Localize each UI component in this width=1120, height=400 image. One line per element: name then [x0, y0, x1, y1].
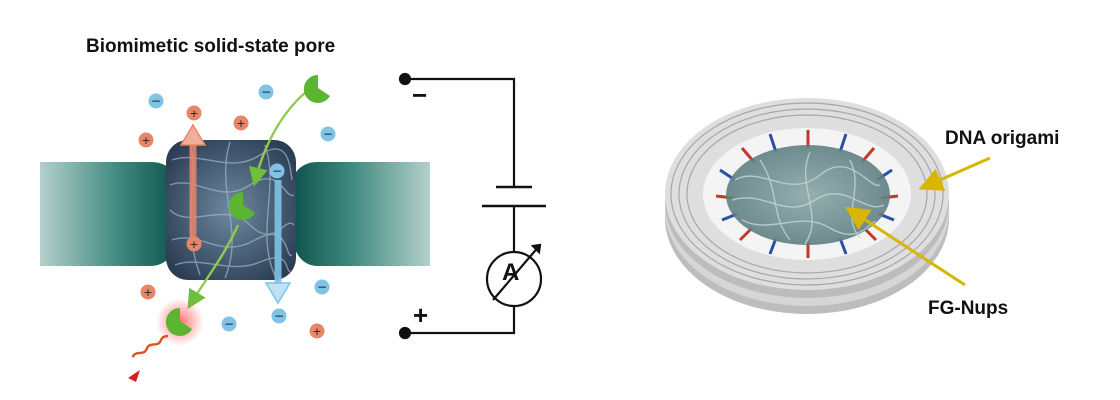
fg-nups-mesh — [726, 145, 890, 245]
circuit — [398, 72, 546, 340]
svg-text:+: + — [312, 325, 321, 338]
negative-ion: − — [314, 279, 330, 295]
svg-text:−: − — [317, 280, 327, 294]
membrane-left — [40, 162, 182, 266]
membrane-right — [288, 162, 430, 266]
cargo-molecule-pore — [228, 191, 255, 220]
dna-origami-label: DNA origami — [945, 128, 1060, 149]
cargo-path-exit — [187, 224, 240, 310]
positive-ions: + + + + + + — [138, 105, 325, 339]
cation-flow-arrow — [179, 123, 207, 250]
ammeter-needle — [492, 244, 541, 301]
ammeter-arrowhead — [530, 243, 542, 255]
negative-ion: − — [271, 308, 287, 324]
anion-flow-arrow — [264, 180, 292, 305]
negative-ion: − — [148, 93, 164, 109]
negative-ion: − — [221, 316, 237, 332]
wire-bottom — [405, 306, 516, 335]
fg-nups-pointer — [844, 206, 966, 287]
positive-terminal-label: + — [413, 300, 429, 330]
svg-text:−: − — [323, 127, 333, 141]
cargo-molecule-top — [303, 74, 330, 103]
svg-text:+: + — [189, 238, 198, 251]
cargo-molecule-exit — [156, 298, 204, 346]
svg-text:−: − — [261, 85, 271, 99]
svg-text:+: + — [236, 117, 245, 130]
svg-text:−: − — [224, 317, 234, 331]
dna-origami-pointer — [918, 156, 991, 191]
positive-ion: + — [309, 323, 325, 339]
negative-terminal-label: − — [412, 80, 428, 110]
cargo-path-entry — [249, 91, 307, 187]
positive-ion: + — [138, 132, 154, 148]
svg-text:−: − — [151, 94, 161, 108]
negative-ion: − — [320, 126, 336, 142]
svg-text:−: − — [274, 309, 284, 323]
svg-text:+: + — [189, 107, 198, 120]
negative-ion: − — [258, 84, 274, 100]
fluorescence-emission-icon — [128, 334, 169, 382]
wire-top — [405, 77, 516, 187]
svg-text:−: − — [272, 164, 282, 178]
ammeter-label: A — [502, 259, 520, 286]
negative-ion: − — [269, 163, 285, 179]
positive-ion: + — [186, 105, 202, 121]
svg-text:+: + — [143, 286, 152, 299]
pore-title: Biomimetic solid-state pore — [86, 36, 336, 57]
positive-ion: + — [233, 115, 249, 131]
positive-ion: + — [140, 284, 156, 300]
negative-ions: − − − − − − − — [148, 84, 336, 332]
positive-ion: + — [186, 236, 202, 252]
fg-nups-label: FG-Nups — [928, 298, 1009, 319]
svg-text:+: + — [141, 134, 150, 147]
